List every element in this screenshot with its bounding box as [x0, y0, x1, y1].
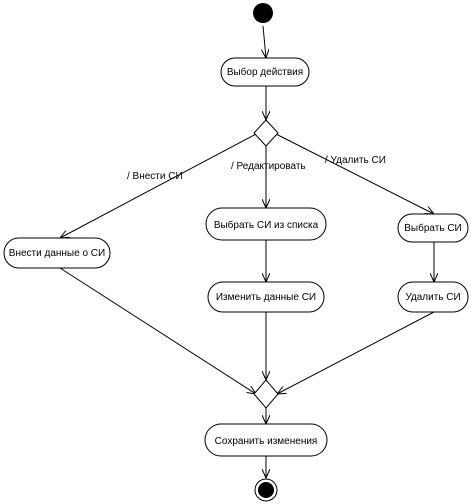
action-enter-data: Внести данные о СИ	[3, 237, 111, 269]
action-choose: Выбор действия	[220, 57, 310, 87]
edges	[59, 25, 435, 478]
edge-decision-to-select-si	[275, 133, 434, 214]
action-select-from-list: Выбрать СИ из списка	[205, 207, 327, 241]
guard-delete: / Удалить СИ	[325, 155, 386, 166]
action-select-si: Выбрать СИ	[397, 213, 469, 243]
action-delete-si-label: Удалить СИ	[405, 292, 460, 303]
action-change-data: Изменить данные СИ	[207, 281, 325, 313]
action-enter-data-label: Внести данные о СИ	[9, 248, 105, 259]
action-select-from-list-label: Выбрать СИ из списка	[214, 219, 319, 231]
action-change-data-label: Изменить данные СИ	[216, 292, 316, 303]
merge-node	[253, 379, 279, 409]
edge-start-to-choose	[263, 25, 266, 58]
initial-node	[253, 3, 273, 23]
action-delete-si: Удалить СИ	[397, 281, 469, 313]
action-select-si-label: Выбрать СИ	[404, 222, 461, 234]
action-save-changes: Сохранить изменения	[204, 423, 328, 457]
edge-delete-to-merge	[277, 311, 435, 394]
guard-edit: / Редактировать	[231, 161, 306, 172]
edge-decision-to-enter-data	[60, 133, 257, 238]
action-choose-label: Выбор действия	[227, 66, 303, 78]
final-node	[254, 478, 278, 502]
decision-node	[253, 119, 279, 147]
action-save-changes-label: Сохранить изменения	[215, 436, 318, 447]
guard-add: / Внести СИ	[127, 171, 183, 182]
edge-enter-data-to-merge	[59, 267, 256, 394]
